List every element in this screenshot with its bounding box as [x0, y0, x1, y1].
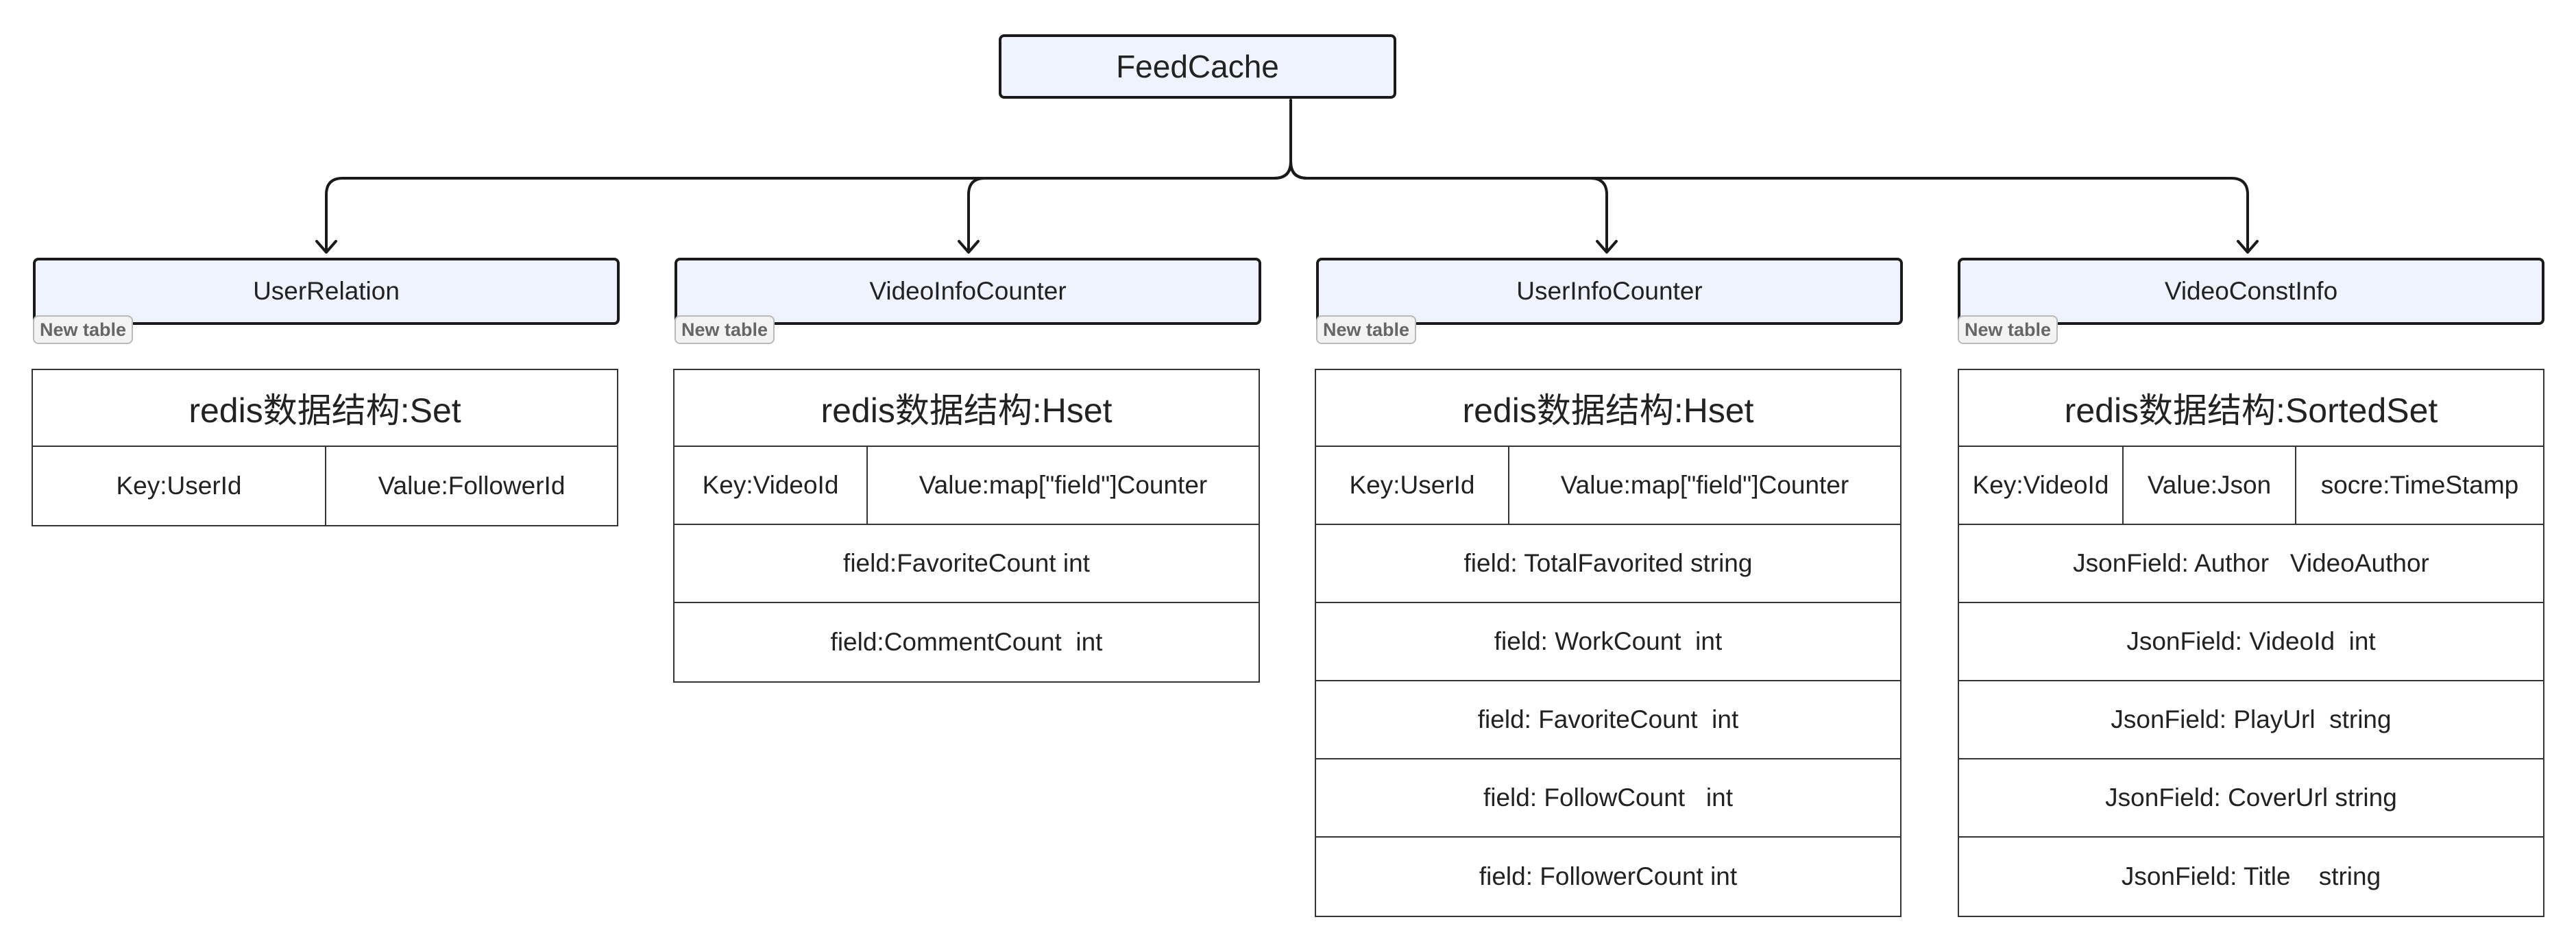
field-cell: field: WorkCount int	[1494, 627, 1723, 655]
table-title: redis数据结构:Hset	[675, 370, 1259, 447]
table-title: redis数据结构:Set	[33, 370, 617, 447]
table-field-row: field: FollowerCount int	[1316, 838, 1900, 916]
new-table-badge: New table	[33, 315, 134, 344]
new-table-badge: New table	[1958, 315, 2058, 344]
table-field-row: field: WorkCount int	[1316, 603, 1900, 681]
value-cell: Value:FollowerId	[378, 472, 566, 500]
entity-header: VideoConstInfo	[1958, 258, 2544, 325]
key-cell: Key:VideoId	[675, 447, 868, 524]
field-cell: field:FavoriteCount int	[843, 549, 1090, 577]
table-field-row: field: FavoriteCount int	[1316, 681, 1900, 759]
connector-userrelation	[325, 160, 1292, 252]
field-cell: field:CommentCount int	[830, 628, 1103, 656]
entity-userinfocounter: UserInfoCounter New table	[1316, 258, 1903, 344]
table-field-row: JsonField: Title string	[1959, 838, 2543, 916]
connector-userinfocounter	[1289, 160, 1608, 252]
table-key-row: Key:UserId Value:FollowerId	[33, 447, 617, 525]
connector-trunk	[1289, 99, 1309, 180]
field-cell: JsonField: Title string	[2121, 862, 2381, 890]
table-field-row: field:FavoriteCount int	[675, 525, 1259, 603]
root-node-label: FeedCache	[1116, 49, 1279, 84]
entity-userrelation: UserRelation New table	[33, 258, 620, 344]
table-field-row: field: TotalFavorited string	[1316, 525, 1900, 603]
table-userrelation: redis数据结构:Set Key:UserId Value:FollowerI…	[32, 369, 618, 526]
table-field-row: field:CommentCount int	[675, 603, 1259, 681]
key-cell: Key:VideoId	[1959, 447, 2124, 524]
new-table-badge: New table	[1316, 315, 1417, 344]
entity-name: UserRelation	[253, 277, 400, 305]
root-node-feedcache: FeedCache	[999, 34, 1396, 99]
table-videoinfocounter: redis数据结构:Hset Key:VideoId Value:map["fi…	[673, 369, 1260, 683]
table-userinfocounter: redis数据结构:Hset Key:UserId Value:map["fie…	[1315, 369, 1901, 917]
entity-videoinfocounter: VideoInfoCounter New table	[675, 258, 1261, 344]
value-cell: Value:map["field"]Counter	[1560, 471, 1849, 499]
field-cell: field: TotalFavorited string	[1463, 549, 1753, 577]
arrowhead-videoconstinfo	[2237, 240, 2259, 254]
entity-videoconstinfo: VideoConstInfo New table	[1958, 258, 2544, 344]
table-title: redis数据结构:Hset	[1316, 370, 1900, 447]
arrowhead-videoinfocounter	[958, 240, 980, 254]
value-cell: Value:map["field"]Counter	[919, 471, 1208, 499]
entity-name: VideoInfoCounter	[869, 277, 1067, 305]
entity-name: VideoConstInfo	[2164, 277, 2338, 305]
table-field-row: JsonField: PlayUrl string	[1959, 681, 2543, 759]
table-videoconstinfo: redis数据结构:SortedSet Key:VideoId Value:Js…	[1958, 369, 2544, 917]
entity-name: UserInfoCounter	[1516, 277, 1703, 305]
connector-videoinfocounter	[967, 160, 1292, 252]
field-cell: JsonField: VideoId int	[2126, 627, 2376, 655]
entity-header: UserInfoCounter	[1316, 258, 1903, 325]
arrowhead-userrelation	[315, 240, 337, 254]
score-cell: socre:TimeStamp	[2320, 471, 2519, 499]
field-cell: field: FavoriteCount int	[1477, 705, 1739, 733]
value-cell: Value:Json	[2124, 447, 2296, 524]
table-field-row: JsonField: Author VideoAuthor	[1959, 525, 2543, 603]
table-title: redis数据结构:SortedSet	[1959, 370, 2543, 447]
field-cell: JsonField: Author VideoAuthor	[2073, 549, 2429, 577]
field-cell: field: FollowCount int	[1483, 783, 1733, 812]
field-cell: JsonField: CoverUrl string	[2105, 783, 2397, 812]
key-cell: Key:UserId	[33, 447, 326, 525]
arrowhead-userinfocounter	[1596, 240, 1618, 254]
entity-header: VideoInfoCounter	[675, 258, 1261, 325]
table-key-row: Key:VideoId Value:map["field"]Counter	[675, 447, 1259, 525]
table-field-row: JsonField: VideoId int	[1959, 603, 2543, 681]
table-field-row: field: FollowCount int	[1316, 759, 1900, 838]
table-key-row: Key:VideoId Value:Json socre:TimeStamp	[1959, 447, 2543, 525]
new-table-badge: New table	[675, 315, 775, 344]
field-cell: JsonField: PlayUrl string	[2111, 705, 2392, 733]
entity-header: UserRelation	[33, 258, 620, 325]
key-cell: Key:UserId	[1316, 447, 1509, 524]
connector-videoconstinfo	[1289, 160, 2249, 252]
table-key-row: Key:UserId Value:map["field"]Counter	[1316, 447, 1900, 525]
table-field-row: JsonField: CoverUrl string	[1959, 759, 2543, 838]
field-cell: field: FollowerCount int	[1479, 862, 1738, 890]
